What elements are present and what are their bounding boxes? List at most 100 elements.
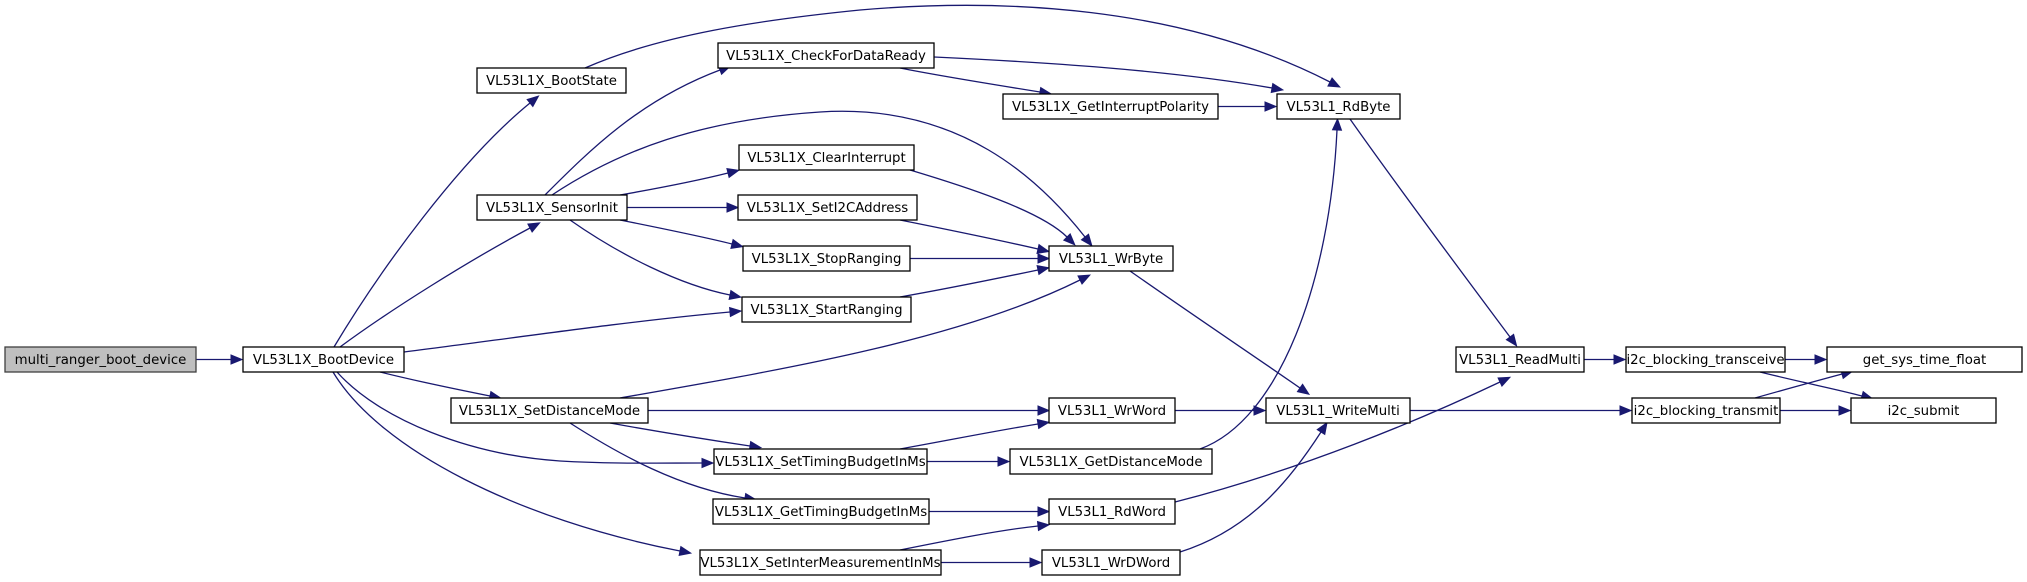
node-bootstate[interactable]: VL53L1X_BootState — [476, 67, 627, 94]
node-i2c-blocking-transceive[interactable]: i2c_blocking_transceive — [1625, 346, 1786, 373]
node-writemulti[interactable]: VL53L1_WriteMulti — [1265, 397, 1411, 424]
node-box — [1048, 498, 1176, 525]
node-rdword[interactable]: VL53L1_RdWord — [1048, 498, 1176, 525]
node-bootdevice[interactable]: VL53L1X_BootDevice — [242, 346, 405, 373]
arrowhead-icon — [1036, 264, 1051, 276]
node-label: VL53L1_WrDWord — [1052, 556, 1170, 571]
arrowhead-icon — [1037, 405, 1051, 416]
arrowhead-icon — [1264, 101, 1278, 112]
edge-line — [899, 423, 1039, 450]
arrowhead-icon — [1029, 557, 1043, 568]
node-stopranging[interactable]: VL53L1X_StopRanging — [742, 245, 911, 272]
edge-setintermeasurementinms-to-wrdword — [941, 557, 1043, 568]
arrowhead-icon — [1296, 383, 1311, 396]
edge-bootstate-to-rdbyte — [584, 4, 1341, 88]
node-multi-ranger-boot-device[interactable]: multi_ranger_boot_device — [4, 346, 197, 373]
node-wrdword[interactable]: VL53L1_WrDWord — [1041, 549, 1181, 576]
node-box — [1002, 93, 1219, 120]
edge-wrbyte-to-writemulti — [1129, 270, 1311, 396]
node-label: VL53L1X_ClearInterrupt — [747, 151, 905, 166]
edge-bootdevice-to-startranging — [403, 306, 743, 353]
edge-settimingbudgetinms-to-wrword — [899, 418, 1051, 450]
arrowhead-icon — [1062, 232, 1076, 246]
node-clearinterrupt[interactable]: VL53L1X_ClearInterrupt — [738, 144, 915, 171]
arrowhead-icon — [1327, 77, 1341, 88]
edge-wrword-to-writemulti — [1175, 405, 1267, 416]
nodes-layer: multi_ranger_boot_device VL53L1X_BootDevi… — [4, 42, 2023, 576]
edge-line — [909, 169, 1068, 238]
node-i2c-submit[interactable]: i2c_submit — [1850, 397, 1997, 424]
node-label: VL53L1X_SetDistanceMode — [459, 404, 640, 419]
edge-line — [1199, 129, 1338, 450]
edge-bootdevice-to-setintermeasurementinms — [332, 371, 693, 557]
edge-setdistancemode-to-wrword — [648, 405, 1051, 416]
node-getinterruptpolarity[interactable]: VL53L1X_GetInterruptPolarity — [1002, 93, 1219, 120]
node-label: VL53L1_RdByte — [1286, 100, 1390, 115]
arrowhead-icon — [1036, 418, 1051, 430]
edges-layer — [196, 4, 1874, 568]
node-box — [476, 67, 627, 94]
edge-sensorinit-to-wrbyte — [551, 110, 1093, 247]
node-box — [1048, 245, 1174, 272]
edge-settimingbudgetinms-to-getdistancemode — [927, 456, 1011, 467]
edge-i2c-blocking-transceive-to-get-sys-time-float — [1785, 354, 1828, 365]
edge-line — [544, 69, 721, 196]
arrowhead-icon — [1037, 506, 1051, 517]
node-startranging[interactable]: VL53L1X_StartRanging — [741, 296, 912, 323]
node-label: i2c_submit — [1888, 404, 1960, 419]
node-label: VL53L1_WriteMulti — [1276, 404, 1400, 419]
node-settimingbudgetinms[interactable]: VL53L1X_SetTimingBudgetInMs — [713, 448, 928, 475]
node-getdistancemode[interactable]: VL53L1X_GetDistanceMode — [1009, 448, 1213, 475]
node-label: VL53L1X_SetI2CAddress — [747, 201, 909, 216]
node-box — [741, 296, 912, 323]
node-box — [738, 144, 915, 171]
edge-line — [619, 279, 1081, 399]
node-readmulti[interactable]: VL53L1_ReadMulti — [1455, 346, 1585, 373]
edge-bootdevice-to-sensorinit — [339, 222, 541, 348]
node-setintermeasurementinms[interactable]: VL53L1X_SetInterMeasurementInMs — [699, 549, 942, 576]
edge-line — [379, 371, 491, 397]
node-label: VL53L1X_SetTimingBudgetInMs — [715, 455, 925, 470]
node-label: VL53L1X_SetInterMeasurementInMs — [700, 556, 940, 571]
node-box — [713, 448, 928, 475]
node-rdbyte[interactable]: VL53L1_RdByte — [1276, 93, 1401, 120]
node-get-sys-time-float[interactable]: get_sys_time_float — [1826, 346, 2023, 373]
edge-setintermeasurementinms-to-rdword — [899, 520, 1051, 551]
edge-line — [1129, 270, 1301, 389]
arrowhead-icon — [1497, 376, 1512, 387]
node-setdistancemode[interactable]: VL53L1X_SetDistanceMode — [450, 397, 649, 424]
node-label: VL53L1X_GetTimingBudgetInMs — [715, 505, 927, 520]
edge-sensorinit-to-startranging — [569, 219, 743, 301]
arrowhead-icon — [1037, 253, 1051, 264]
node-gettimingbudgetinms[interactable]: VL53L1X_GetTimingBudgetInMs — [712, 498, 930, 525]
node-i2c-blocking-transmit[interactable]: i2c_blocking_transmit — [1631, 397, 1781, 424]
node-box — [1455, 346, 1585, 373]
node-sensorinit[interactable]: VL53L1X_SensorInit — [476, 194, 628, 221]
edge-sensorinit-to-clearinterrupt — [619, 168, 740, 196]
node-checkfordataready[interactable]: VL53L1X_CheckForDataReady — [717, 42, 935, 69]
arrowhead-icon — [701, 457, 715, 469]
edge-line — [609, 422, 751, 447]
arrowhead-icon — [728, 289, 743, 301]
edge-line — [1759, 371, 1863, 397]
edge-line — [899, 269, 1039, 298]
edge-bootdevice-to-settimingbudgetinms — [336, 371, 715, 469]
edge-line — [339, 227, 531, 348]
node-wrword[interactable]: VL53L1_WrWord — [1048, 397, 1176, 424]
edge-line — [899, 219, 1039, 250]
node-box — [1265, 397, 1411, 424]
arrowhead-icon — [1253, 405, 1267, 416]
arrowhead-icon — [526, 95, 540, 108]
arrowhead-icon — [1505, 333, 1518, 347]
node-wrbyte[interactable]: VL53L1_WrByte — [1048, 245, 1174, 272]
arrowhead-icon — [730, 238, 744, 249]
node-seti2caddress[interactable]: VL53L1X_SetI2CAddress — [737, 194, 918, 221]
edge-stopranging-to-wrbyte — [910, 253, 1051, 264]
node-label: get_sys_time_float — [1863, 353, 1986, 368]
edge-line — [403, 311, 731, 353]
edge-line — [332, 371, 681, 552]
arrowhead-icon — [1036, 243, 1051, 255]
arrowhead-icon — [1331, 117, 1343, 131]
node-box — [712, 498, 930, 525]
edge-line — [551, 110, 1086, 238]
